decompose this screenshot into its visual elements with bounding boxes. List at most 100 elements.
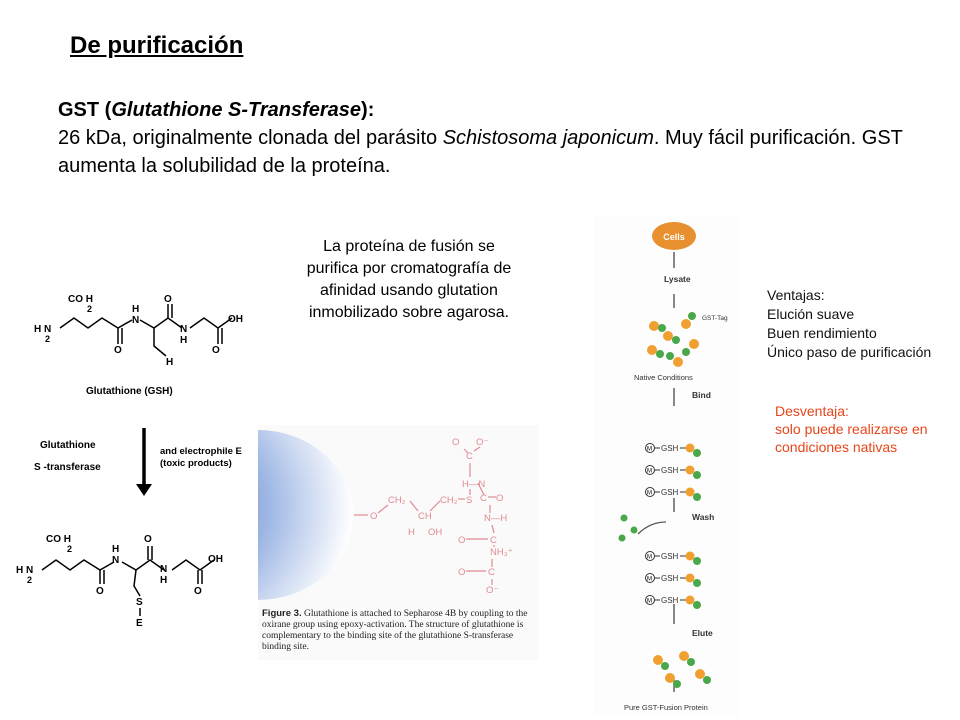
gsh-label: GSH xyxy=(661,596,679,605)
disadvantage-heading: Desventaja: xyxy=(775,403,849,419)
purification-workflow: Cells Lysate Bind Wash Elute GST-Tag Nat… xyxy=(594,216,740,716)
advantages-heading: Ventajas: xyxy=(767,287,825,303)
gst-text-suffix: . Muy fácil purificación. GST aumenta la… xyxy=(58,127,903,177)
matrix-label: M xyxy=(647,447,652,453)
step-wash: Wash xyxy=(692,512,714,522)
advantage-item: Buen rendimiento xyxy=(767,325,877,341)
fig-atom-nh3: NH₃⁺ xyxy=(490,547,513,558)
enzyme-label-line2: S -transferase xyxy=(34,462,101,473)
atom-h: H xyxy=(180,335,187,346)
matrix-label: M xyxy=(647,599,652,605)
resin-row: M GSH xyxy=(645,487,701,501)
atom-co2h: CO H xyxy=(46,534,71,545)
gst-tag xyxy=(685,595,695,605)
fig-atom-c: C xyxy=(490,535,497,546)
atom-s: S xyxy=(136,597,143,608)
gsh-label: GSH xyxy=(661,574,679,583)
sepharose-figure: O CH₂ CH H OH CH₂ S O O⁻ C H—N C O N—H C… xyxy=(258,425,538,660)
fig-atom-c: C xyxy=(488,567,495,578)
advantage-item: Elución suave xyxy=(767,306,855,322)
gst-text: 26 kDa, originalmente clonada del parási… xyxy=(58,124,938,180)
resin-row: M GSH xyxy=(645,443,701,457)
atom-h2n: H N xyxy=(16,565,33,576)
fig-atom-o: O xyxy=(452,437,459,448)
gst-tag xyxy=(685,465,695,475)
gst-tag xyxy=(685,551,695,561)
gsh-label: GSH xyxy=(661,444,679,453)
gsh-name: Glutathione (GSH) xyxy=(86,386,173,397)
resin-rows: M GSH M GSH M GSH M GSH M GSH M GSH xyxy=(645,443,701,609)
fig-atom-o: O xyxy=(496,493,503,504)
fig-atom-ominus: O⁻ xyxy=(486,585,498,596)
advantages-list: Ventajas: Elución suave Buen rendimiento… xyxy=(767,286,931,362)
gst-heading-suffix: ): xyxy=(361,99,375,121)
matrix-label: M xyxy=(647,577,652,583)
fig-atom-o: O xyxy=(370,511,377,522)
atom-sub2: 2 xyxy=(27,575,32,585)
resin-row: M GSH xyxy=(645,465,701,479)
fig-atom-ch2: CH₂ xyxy=(440,495,458,506)
fig-atom-ch: CH xyxy=(418,511,432,522)
fig-atom-c: C xyxy=(480,493,487,504)
gsh-label: GSH xyxy=(661,552,679,561)
atom-o: O xyxy=(96,586,104,597)
fig-atom-o: O xyxy=(458,567,465,578)
matrix-label: M xyxy=(647,555,652,561)
fig-atom-c: C xyxy=(466,451,473,462)
gst-text-organism: Schistosoma japonicum xyxy=(442,127,654,149)
atom-o: O xyxy=(144,534,152,545)
atom-n: N xyxy=(112,555,119,566)
fig-atom-s: S xyxy=(466,495,472,506)
gst-tag xyxy=(685,443,695,453)
gsh-label: GSH xyxy=(661,466,679,475)
fusion-protein xyxy=(693,579,701,587)
resin-row: M GSH xyxy=(645,551,701,565)
glutathione-reaction-diagram: CO H 2 H N 2 H N O N H O H OH O Glutathi… xyxy=(16,294,243,629)
atom-e: E xyxy=(136,618,143,629)
disadvantage-line: solo puede realizarse en xyxy=(775,421,928,437)
matrix-label: M xyxy=(647,469,652,475)
reagent-label-line2: (toxic products) xyxy=(160,458,232,469)
step-bind: Bind xyxy=(692,390,711,400)
atom-o: O xyxy=(114,345,122,356)
atom-h: H xyxy=(132,304,139,315)
fig-atom-h: H xyxy=(408,527,415,538)
atom-o: O xyxy=(212,345,220,356)
disadvantage-line: condiciones nativas xyxy=(775,439,898,455)
atom-sub2: 2 xyxy=(87,304,92,314)
slide-title: De purificación xyxy=(70,32,244,59)
gst-heading: GST (Glutathione S-Transferase): xyxy=(58,96,938,124)
native-conditions: Native Conditions xyxy=(634,373,693,382)
atom-n: N xyxy=(132,315,139,326)
fusion-protein xyxy=(693,449,701,457)
eluted-protein xyxy=(653,651,711,688)
cells-blob xyxy=(652,222,696,250)
resin-row: M GSH xyxy=(645,595,701,609)
resin-row: M GSH xyxy=(645,573,701,587)
fig-atom-ominus: O⁻ xyxy=(476,437,488,448)
atom-sub2: 2 xyxy=(45,334,50,344)
gsh-label: GSH xyxy=(661,488,679,497)
fusion-protein xyxy=(693,557,701,565)
fig-atom-ch2: CH₂ xyxy=(388,495,406,506)
gst-description: GST (Glutathione S-Transferase): 26 kDa,… xyxy=(58,96,938,180)
atom-h: H xyxy=(112,544,119,555)
wash-curve xyxy=(618,514,667,542)
matrix-label: M xyxy=(647,491,652,497)
atom-oh: OH xyxy=(208,554,223,565)
atom-sub2: 2 xyxy=(67,544,72,554)
atom-co2h: CO H xyxy=(68,294,93,305)
figure-caption: Figure 3. Glutathione is attached to Sep… xyxy=(262,608,532,653)
enzyme-label-line1: Glutathione xyxy=(40,440,96,451)
fig-atom-hn: H—N xyxy=(462,479,485,490)
atom-n: N xyxy=(180,324,187,335)
gst-tag xyxy=(685,487,695,497)
figure-caption-label: Figure 3. xyxy=(262,608,302,619)
step-lysate: Lysate xyxy=(664,274,691,284)
product-bonds xyxy=(41,546,215,616)
figure-caption-text: Glutathione is attached to Sepharose 4B … xyxy=(262,609,528,652)
step-cells: Cells xyxy=(663,232,685,242)
pure-protein: Pure GST-Fusion Protein xyxy=(624,703,708,712)
fig-bonds xyxy=(354,446,496,585)
gsh-bonds xyxy=(59,304,233,357)
